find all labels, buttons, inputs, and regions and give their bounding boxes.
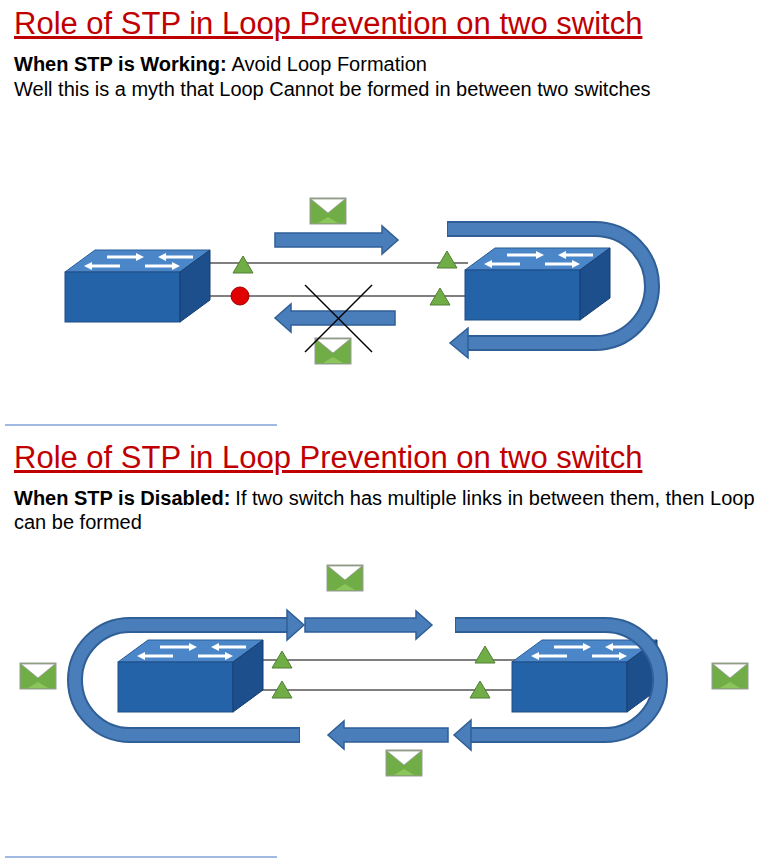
- forwarding-port: [233, 256, 253, 273]
- forwarding-port: [437, 251, 457, 268]
- subtitle-text: Avoid Loop Formation: [232, 53, 427, 75]
- loop-arrow: [455, 625, 660, 735]
- forwarding-port: [470, 681, 490, 698]
- blocked-port: [231, 287, 249, 305]
- forwarding-port: [430, 288, 450, 305]
- cross-mark: [305, 285, 372, 352]
- slide-title-block: Role of STP in Loop Prevention on two sw…: [14, 440, 759, 476]
- subtitle-block: When STP is Working:Avoid Loop Formation: [14, 52, 759, 76]
- arrow-head: [450, 328, 468, 358]
- switch-icon: [118, 640, 263, 712]
- frame-arrow: [275, 226, 398, 254]
- frame-arrow: [328, 721, 448, 749]
- frame-arrow: [275, 304, 395, 332]
- frame-envelope: [20, 663, 56, 689]
- frame-arrow: [305, 611, 432, 639]
- frame-envelope: [712, 663, 748, 689]
- subtitle-block: When STP is Disabled:If two switch has m…: [14, 486, 759, 534]
- forwarding-port: [272, 651, 292, 668]
- slide-title: Role of STP in Loop Prevention on two sw…: [14, 6, 642, 41]
- loop-arrow: [448, 229, 652, 343]
- switch-icon: [465, 248, 610, 320]
- separator-line: [5, 857, 277, 858]
- switch-icon: [512, 640, 657, 712]
- frame-envelope: [386, 750, 422, 776]
- slide-title: Role of STP in Loop Prevention on two sw…: [14, 440, 642, 475]
- separator-line: [5, 425, 277, 426]
- bold-lead: When STP is Working:: [14, 53, 227, 75]
- forwarding-port: [272, 681, 292, 698]
- loop-arrow: [75, 625, 299, 735]
- forwarding-port: [475, 646, 495, 663]
- loop-arrow: [456, 625, 660, 735]
- frame-envelope: [315, 338, 351, 364]
- cross-mark: [305, 285, 372, 352]
- bold-lead: When STP is Disabled:: [14, 487, 230, 509]
- link-lines: [258, 660, 515, 690]
- switch-icon: [65, 250, 210, 322]
- note-text: Well this is a myth that Loop Cannot be …: [14, 78, 651, 100]
- arrow-head: [287, 610, 304, 640]
- frame-envelope: [327, 565, 363, 591]
- arrow-head: [454, 720, 471, 750]
- note-block: Well this is a myth that Loop Cannot be …: [14, 77, 759, 101]
- loop-arrow: [447, 229, 652, 343]
- loop-arrow: [75, 625, 300, 735]
- slide-title-block: Role of STP in Loop Prevention on two sw…: [14, 6, 759, 42]
- frame-envelope: [310, 198, 346, 224]
